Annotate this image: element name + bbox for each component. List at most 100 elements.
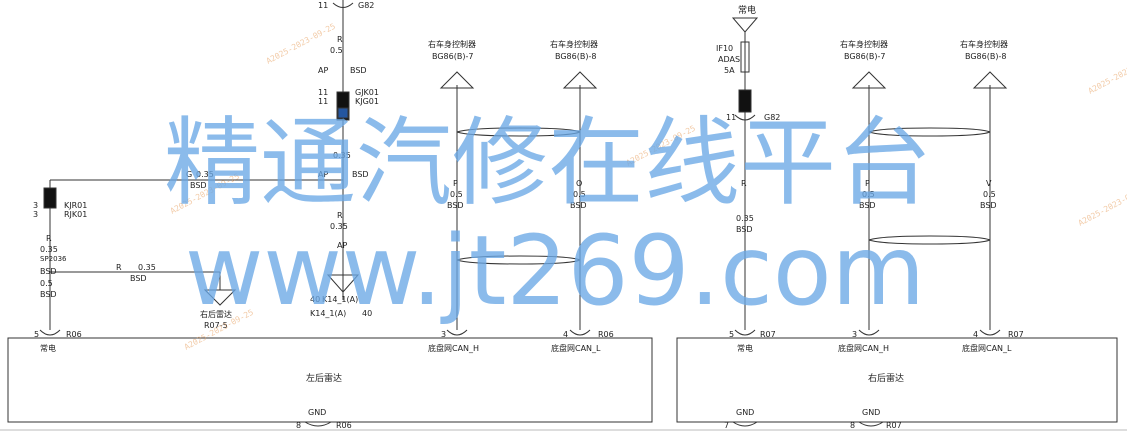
w2-type: BSD [570,201,587,210]
right-gnd-conn: R07 [886,421,902,430]
center-top-pin: 11 [318,1,328,10]
center-r2-label: R [337,211,343,220]
top-power-pin: 11 [726,113,736,122]
gjk-pin-b: 11 [318,97,328,106]
stamp-1: A2025-2023-09-25 [265,22,337,66]
left-dest-label: 右后雷达 [200,309,232,319]
bcm-1-conn: BG86(B)-7 [432,52,473,61]
w4-color: V [986,179,992,188]
left-o-type: BSD [40,290,57,299]
left-gnd-pin: 8 [296,421,301,430]
r-power-label: 常电 [737,343,753,353]
right-radar-module [676,337,1118,423]
k14-pin-a: 40 [310,295,320,304]
k14-pin-b: 40 [362,309,372,318]
left-r2-size: 0.35 [138,263,156,272]
w1-type: BSD [447,201,464,210]
stamp-6: A2025-2023-09-25 [1077,184,1127,228]
left-pin-a: 3 [33,201,38,210]
center-g-size: 0.35 [196,170,214,179]
l-canl-pin: 4 [563,330,568,339]
bcm-3-title: 右车身控制器 [840,39,888,49]
left-bsd: BSD [40,267,57,276]
l-canl-conn: R06 [598,330,614,339]
center-ap2: AP [318,170,328,179]
r-power-conn: R07 [760,330,776,339]
right-gnd-pin-b: 8 [850,421,855,430]
w4-type: BSD [980,201,997,210]
left-radar-module [7,337,653,423]
w5-size: 0.35 [736,214,754,223]
r-canh-label: 底盘网CAN_H [838,343,889,353]
fuse-desc: ADAS [718,55,740,64]
gjk-conn-a: GJK01 [355,88,379,97]
fuse-rating: 5A [724,66,735,75]
top-power-conn: G82 [764,113,780,122]
center-r2-size: 0.35 [330,222,348,231]
r-power-pin: 5 [729,330,734,339]
left-module-name: 左后雷达 [306,372,342,384]
left-gnd-conn: R06 [336,421,352,430]
w3-size: 0.5 [862,190,875,199]
l-power-label: 常电 [40,343,56,353]
left-r2-label: R [116,263,122,272]
l-canh-label: 底盘网CAN_H [428,343,479,353]
center-bsd: BSD [350,66,367,75]
l-power-conn: R06 [66,330,82,339]
left-conn-b: RJK01 [64,210,87,219]
left-gnd-label: GND [308,408,326,417]
center-bsd2: BSD [352,170,369,179]
center-ap: AP [318,66,328,75]
left-pin-b: 3 [33,210,38,219]
left-splice: SP2036 [40,255,67,263]
w2-color: O [576,179,582,188]
gjk-conn-b: KJG01 [355,97,379,106]
left-dest-conn: R07-5 [204,321,228,330]
right-gnd-pin-a: 7 [724,421,729,430]
w5-color: R [741,179,747,188]
right-gnd-label-b: GND [862,408,880,417]
watermark-main: 精通汽修在线平台 [164,107,932,219]
right-module-name: 右后雷达 [868,372,904,384]
k14-conn-a: K14_1(A) [322,295,358,304]
r-canh-pin: 3 [852,330,857,339]
r-canl-conn: R07 [1008,330,1024,339]
w4-size: 0.5 [983,190,996,199]
center-r-size: 0.5 [330,46,343,55]
w2-size: 0.5 [573,190,586,199]
k14-conn-b: K14_1(A) [310,309,346,318]
center-ap3: AP [337,241,347,250]
left-o-size: 0.5 [40,279,53,288]
r-canl-pin: 4 [973,330,978,339]
w3-type: BSD [859,201,876,210]
bcm-1-title: 右车身控制器 [428,39,476,49]
l-canh-pin: 3 [441,330,446,339]
stamp-4: A2025-2023-09-25 [1087,52,1127,96]
w3-color: P [865,179,870,188]
center-r-label: R [337,35,343,44]
center-g-type: BSD [190,181,207,190]
l-canl-label: 底盘网CAN_L [551,343,601,353]
watermark-url: www.jt269.com [185,215,925,327]
left-r-label: R [46,234,52,243]
gjk-pin-a: 11 [318,88,328,97]
bcm-4-title: 右车身控制器 [960,39,1008,49]
center-top-conn: G82 [358,1,374,10]
bcm-2-conn: BG86(B)-8 [555,52,596,61]
w5-type: BSD [736,225,753,234]
bcm-4-conn: BG86(B)-8 [965,52,1006,61]
bcm-2-title: 右车身控制器 [550,39,598,49]
left-conn-a: KJR01 [64,201,87,210]
r-canl-label: 底盘网CAN_L [962,343,1012,353]
center-w-size: 0.35 [333,151,351,160]
top-power-label: 常电 [738,4,756,16]
bcm-3-conn: BG86(B)-7 [844,52,885,61]
w1-color: P [453,179,458,188]
w1-size: 0.5 [450,190,463,199]
left-r-size: 0.35 [40,245,58,254]
center-g-label: G [186,170,192,179]
right-gnd-label-a: GND [736,408,754,417]
left-r2-type: BSD [130,274,147,283]
l-power-pin: 5 [34,330,39,339]
